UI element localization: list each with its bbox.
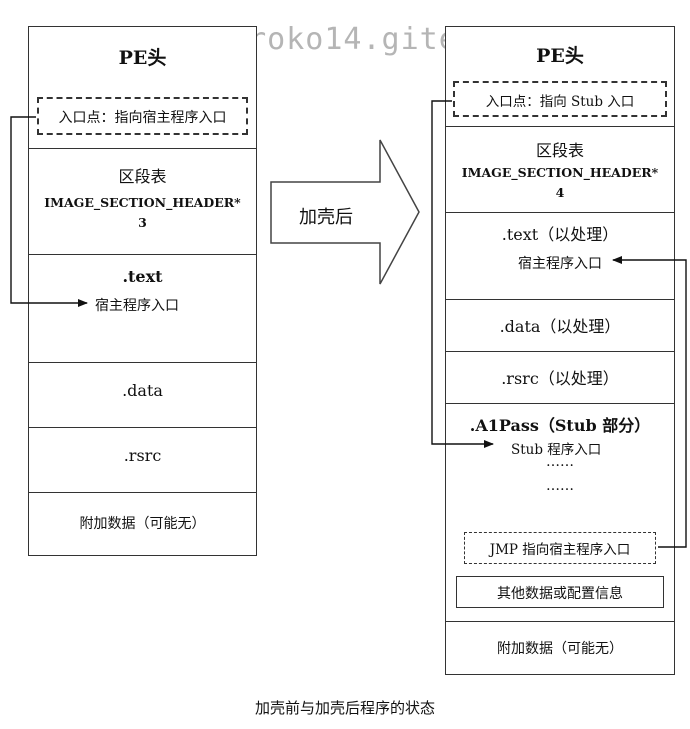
pe-header-section: PE头 入口点：指向宿主程序入口: [29, 27, 256, 149]
data-section-label: .data: [122, 381, 163, 400]
text-section: .text 宿主程序入口: [29, 255, 256, 363]
a1pass-section: .A1Pass（Stub 部分） Stub 程序入口 …… …… JMP 指向宿…: [446, 404, 674, 622]
packed-data-section: .data（以处理）: [446, 300, 674, 352]
jmp-box: JMP 指向宿主程序入口: [464, 532, 656, 564]
stub-entry-label: Stub 程序入口: [511, 442, 602, 458]
host-entry-label: 宿主程序入口: [95, 298, 179, 314]
packed-overlay-section: 附加数据（可能无）: [446, 622, 674, 676]
overlay-section: 附加数据（可能无）: [29, 493, 256, 557]
ellipsis-1: ……: [546, 454, 574, 470]
packed-text-label: .text（以处理）: [501, 225, 619, 244]
other-data-box: 其他数据或配置信息: [456, 576, 664, 608]
pe-header-label: PE头: [118, 47, 167, 69]
overlay-label: 附加数据（可能无）: [79, 516, 206, 532]
packed-pe-diagram: PE头 入口点：指向 Stub 入口 区段表 IMAGE_SECTION_HEA…: [445, 26, 675, 675]
section-table-section: 区段表 IMAGE_SECTION_HEADER* 3: [29, 149, 256, 255]
entry-point-label: 入口点：指向宿主程序入口: [58, 110, 227, 126]
packing-arrow-label: 加壳后: [299, 207, 353, 228]
original-pe-diagram: PE头 入口点：指向宿主程序入口 区段表 IMAGE_SECTION_HEADE…: [28, 26, 257, 556]
other-data-label: 其他数据或配置信息: [497, 586, 623, 602]
packed-section-count-label: 4: [555, 185, 565, 200]
packed-section-table-section: 区段表 IMAGE_SECTION_HEADER* 4: [446, 127, 674, 213]
packed-data-label: .data（以处理）: [499, 317, 621, 336]
packed-overlay-label: 附加数据（可能无）: [497, 641, 623, 657]
text-section-label: .text: [122, 267, 163, 286]
figure-caption: 加壳前与加壳后程序的状态: [254, 699, 435, 717]
section-header-label: IMAGE_SECTION_HEADER*: [44, 195, 241, 210]
packed-pe-header-section: PE头 入口点：指向 Stub 入口: [446, 27, 674, 127]
a1pass-label: .A1Pass（Stub 部分）: [469, 416, 651, 435]
section-count-label: 3: [138, 215, 147, 230]
packed-rsrc-section: .rsrc（以处理）: [446, 352, 674, 404]
entry-point-box: 入口点：指向宿主程序入口: [37, 97, 248, 135]
jmp-label: JMP 指向宿主程序入口: [489, 542, 631, 558]
packed-section-table-label: 区段表: [535, 141, 584, 160]
rsrc-section-label: .rsrc: [123, 446, 162, 465]
rsrc-section: .rsrc: [29, 428, 256, 493]
stub-entry-point-label: 入口点：指向 Stub 入口: [485, 94, 635, 110]
section-table-label: 区段表: [118, 167, 167, 186]
packed-section-header-label: IMAGE_SECTION_HEADER*: [461, 165, 659, 180]
packed-pe-header-label: PE头: [536, 45, 584, 67]
packed-rsrc-label: .rsrc（以处理）: [501, 369, 619, 388]
packed-host-entry-label: 宿主程序入口: [518, 256, 602, 272]
packed-text-section: .text（以处理） 宿主程序入口: [446, 213, 674, 300]
data-section: .data: [29, 363, 256, 428]
ellipsis-2: ……: [546, 478, 574, 494]
stub-entry-point-box: 入口点：指向 Stub 入口: [453, 81, 667, 117]
